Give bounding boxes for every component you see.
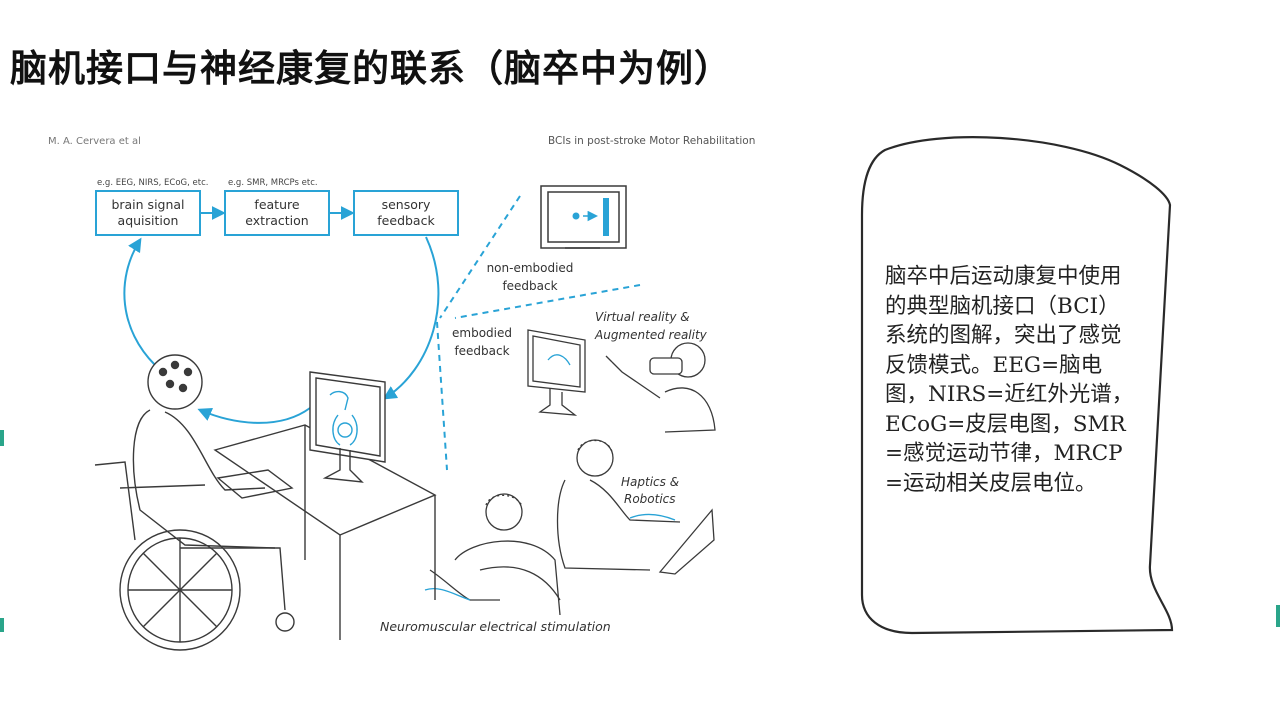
caption-text: 脑卒中后运动康复中使用的典型脑机接口（BCI）系统的图解，突出了感觉反馈模式。E… [885, 264, 1134, 496]
label-vr-2: Augmented reality [594, 328, 708, 342]
arc-sf-to-monitor [382, 236, 440, 400]
block-fe-line1: feature [254, 197, 299, 212]
block-acq-line1: brain signal [111, 197, 184, 212]
block-note-acquisition: e.g. EEG, NIRS, ECoG, etc. [97, 178, 208, 188]
block-note-extraction: e.g. SMR, MRCPs etc. [228, 178, 318, 188]
label-vr-1: Virtual reality & [595, 310, 690, 324]
block-sensory-feedback: sensory feedback [353, 190, 459, 236]
label-haptics-1: Haptics & [621, 475, 679, 489]
block-fe-line2: extraction [245, 213, 308, 228]
haptics-scene-illustration [556, 439, 715, 575]
block-brain-signal-acquisition: brain signal aquisition [95, 190, 201, 236]
label-nmes: Neuromuscular electrical stimulation [380, 619, 611, 634]
main-scene-illustration [94, 354, 437, 651]
label-embodied-1: embodied [452, 326, 512, 340]
block-acq-line2: aquisition [118, 213, 179, 228]
label-embodied-2: feedback [454, 344, 509, 358]
figure-heading: BCIs in post-stroke Motor Rehabilitation [548, 135, 755, 147]
label-non-embodied-1: non-embodied [487, 261, 574, 275]
left-edge-marker [0, 430, 4, 446]
left-edge-marker-2 [0, 618, 4, 632]
non-embodied-monitor [540, 185, 627, 249]
block-sf-line1: sensory [382, 197, 431, 212]
arc-monitor-to-head [197, 407, 311, 424]
vr-scene-illustration [527, 329, 716, 433]
label-non-embodied-2: feedback [502, 279, 557, 293]
arc-head-to-acq [123, 237, 156, 366]
label-haptics-2: Robotics [624, 492, 676, 506]
dash-non-embodied [439, 195, 521, 319]
right-edge-marker [1276, 605, 1280, 627]
bci-rehab-figure: M. A. Cervera et al BCIs in post-stroke … [48, 135, 755, 651]
slide-title: 脑机接口与神经康复的联系（脑卒中为例） [10, 47, 732, 90]
block-sf-line2: feedback [377, 213, 435, 228]
figure-author: M. A. Cervera et al [48, 136, 141, 147]
dash-down [436, 321, 448, 471]
dash-vr [454, 284, 641, 319]
